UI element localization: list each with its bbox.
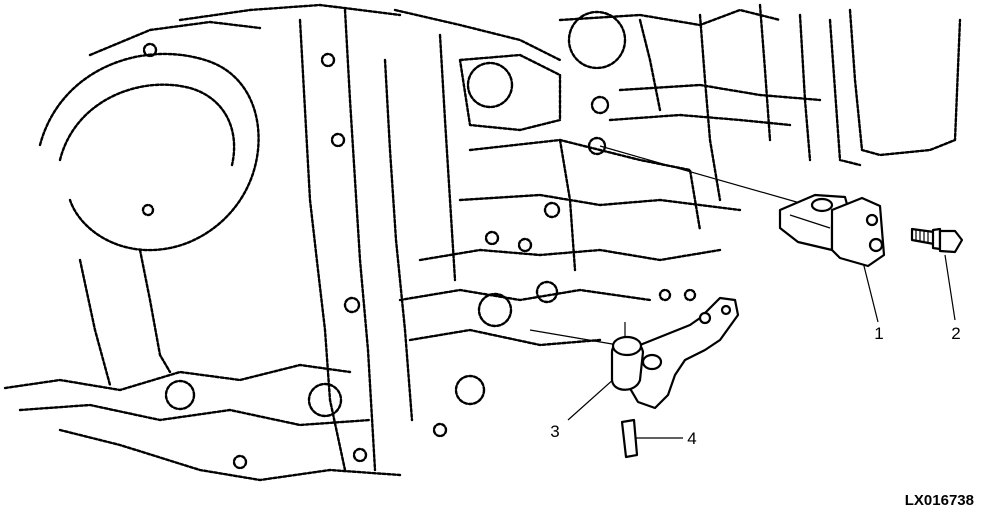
bracket-alignment-line xyxy=(599,145,801,204)
callout-2: 2 xyxy=(951,324,960,343)
leader-1 xyxy=(861,257,879,323)
lever xyxy=(610,296,740,410)
bracket xyxy=(778,193,886,268)
transmission-housing-phantom xyxy=(3,3,962,482)
leader-2 xyxy=(944,254,956,321)
leader-lines xyxy=(529,145,956,439)
figure-code: LX016738 xyxy=(905,492,974,509)
callout-3: 3 xyxy=(550,422,559,441)
leader-3 xyxy=(567,377,616,421)
callout-1: 1 xyxy=(874,324,883,343)
lever-alignment-line xyxy=(529,329,619,346)
cap-screw xyxy=(910,227,964,254)
pin xyxy=(620,418,639,459)
callout-4: 4 xyxy=(687,429,696,448)
